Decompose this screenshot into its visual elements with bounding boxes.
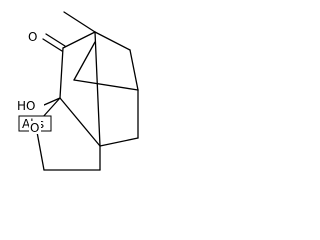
molecule-structure: O HO Abs O [0, 0, 166, 193]
bridge-bond-upper-to-middle [73, 41, 96, 81]
bridge-bond-apex-to-bridgehead [94, 31, 101, 147]
bond-ring-top-right-to-right [129, 49, 139, 91]
bridge-bond-middle-to-right [73, 79, 139, 91]
bond-ring-bottom-right-to-bridgehead [99, 137, 139, 147]
hydroxyl-mask [16, 97, 44, 112]
ring-oxygen-mask [29, 121, 41, 134]
bond-quaternary-to-bridgehead [59, 97, 101, 147]
hydroxyl-bond [43, 97, 61, 106]
bond-carbonyl-to-quaternary [59, 47, 64, 99]
hydroxyl-label: HO [17, 99, 35, 113]
bond-apex-to-ring-top-right [94, 31, 131, 51]
molecule-drawing: O HO Abs O [16, 11, 139, 171]
carbonyl-oxygen-label: O [28, 30, 37, 44]
carbonyl-oxygen-mask [27, 27, 40, 43]
carbonyl-bond-inner [45, 33, 66, 47]
carbonyl-bond-outer [42, 38, 63, 52]
bond-carbonyl-to-apex [62, 31, 96, 49]
ring-oxygen-label: O [30, 121, 39, 135]
bond-ring-oxygen-to-ch2 [36, 131, 45, 171]
bond-quaternary-to-ring-oxygen [41, 97, 61, 119]
methyl-bond [63, 11, 96, 33]
